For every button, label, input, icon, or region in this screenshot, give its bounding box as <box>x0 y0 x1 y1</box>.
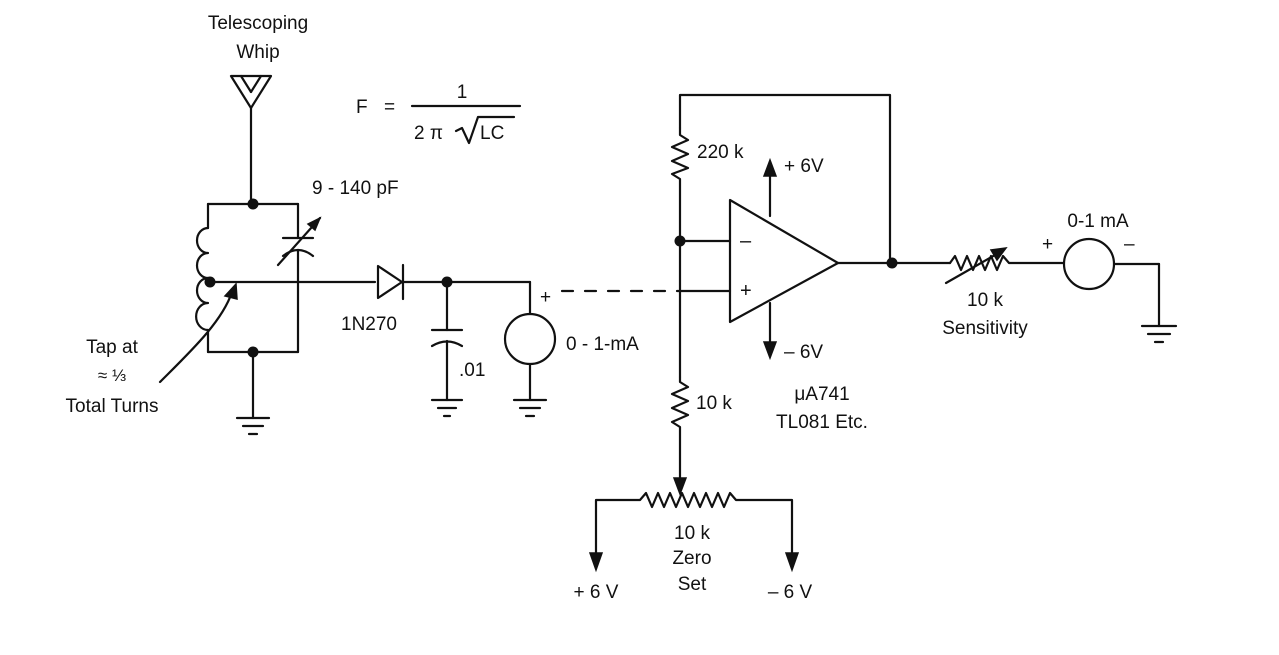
sensitivity-label-line2: Sensitivity <box>942 318 1028 339</box>
op-amp <box>728 198 840 324</box>
zero-pot-wiper <box>672 477 688 497</box>
formula-denominator-prefix: 2 π <box>414 123 443 144</box>
formula-sqrt-sign <box>454 115 516 145</box>
antenna-symbol <box>229 74 273 206</box>
supply-pos-arrow <box>762 157 778 218</box>
zero-set-potentiometer <box>594 491 794 557</box>
resistor-220k-label: 220 k <box>697 142 744 163</box>
supply-pos-label: + 6V <box>784 156 824 177</box>
ground-symbol-meter2 <box>1140 324 1178 344</box>
tap-annotation-arrow <box>158 282 238 384</box>
ground-symbol-meter1 <box>512 398 548 418</box>
feedback-wire <box>678 93 892 265</box>
resistor-220k <box>670 126 690 242</box>
zero-pot-label-line3: Set <box>678 574 707 595</box>
junction-dot-output <box>886 257 898 269</box>
meter-1-label: 0 - 1-mA <box>566 334 639 355</box>
bypass-capacitor <box>430 280 464 402</box>
tap-label-line1: Tap at <box>86 337 138 358</box>
op-amp-part-line1: μA741 <box>794 384 849 405</box>
op-amp-part-line2: TL081 Etc. <box>776 412 868 433</box>
tank-circuit-wiring <box>206 202 300 420</box>
meter-2-minus: – <box>1124 234 1135 255</box>
tap-label-line2: ≈ ⅓ <box>98 366 126 385</box>
meter-2-plus: + <box>1042 234 1053 255</box>
sensitivity-label-line1: 10 k <box>967 290 1003 311</box>
supply-neg-arrow <box>762 301 778 361</box>
meter-2-label: 0-1 mA <box>1067 211 1129 232</box>
ground-symbol-capacitor <box>430 398 464 418</box>
bypass-capacitor-label: .01 <box>459 360 485 381</box>
resistor-10k <box>670 375 690 482</box>
supply-neg-label: – 6V <box>784 342 823 363</box>
diode-1n270 <box>376 263 532 301</box>
meter-2 <box>1062 237 1161 328</box>
tap-label-line3: Total Turns <box>66 396 159 417</box>
zero-supply-neg-label: – 6 V <box>768 582 813 603</box>
op-amp-plus: + <box>740 280 752 302</box>
formula-lhs: F <box>356 97 368 118</box>
zero-supply-pos-label: + 6 V <box>574 582 619 603</box>
resistor-10k-label: 10 k <box>696 393 732 414</box>
antenna-label-line1: Telescoping <box>208 13 308 34</box>
sensitivity-potentiometer <box>948 254 1065 272</box>
formula-equals: = <box>384 97 395 118</box>
variable-capacitor <box>276 216 322 267</box>
variable-capacitor-label: 9 - 140 pF <box>312 178 399 199</box>
formula-radicand: LC <box>480 123 504 144</box>
resonance-formula: F = 1 2 π LC <box>356 82 522 145</box>
diode-label: 1N270 <box>341 314 397 335</box>
meter-1-plus: + <box>540 287 551 308</box>
zero-pot-label-line2: Zero <box>672 548 711 569</box>
zero-pot-arrow-right <box>784 552 800 573</box>
zero-pot-arrow-left <box>588 552 604 573</box>
sensitivity-adjust-arrow <box>944 247 1008 285</box>
zero-pot-label-line1: 10 k <box>674 523 710 544</box>
formula-numerator: 1 <box>457 82 468 103</box>
junction-dot-antenna <box>247 198 259 210</box>
antenna-label-line2: Whip <box>236 42 279 63</box>
op-amp-minus: – <box>740 230 752 252</box>
meter-1 <box>503 280 557 402</box>
junction-dot-tank-bottom <box>247 346 259 358</box>
ground-symbol-tank <box>235 416 271 436</box>
